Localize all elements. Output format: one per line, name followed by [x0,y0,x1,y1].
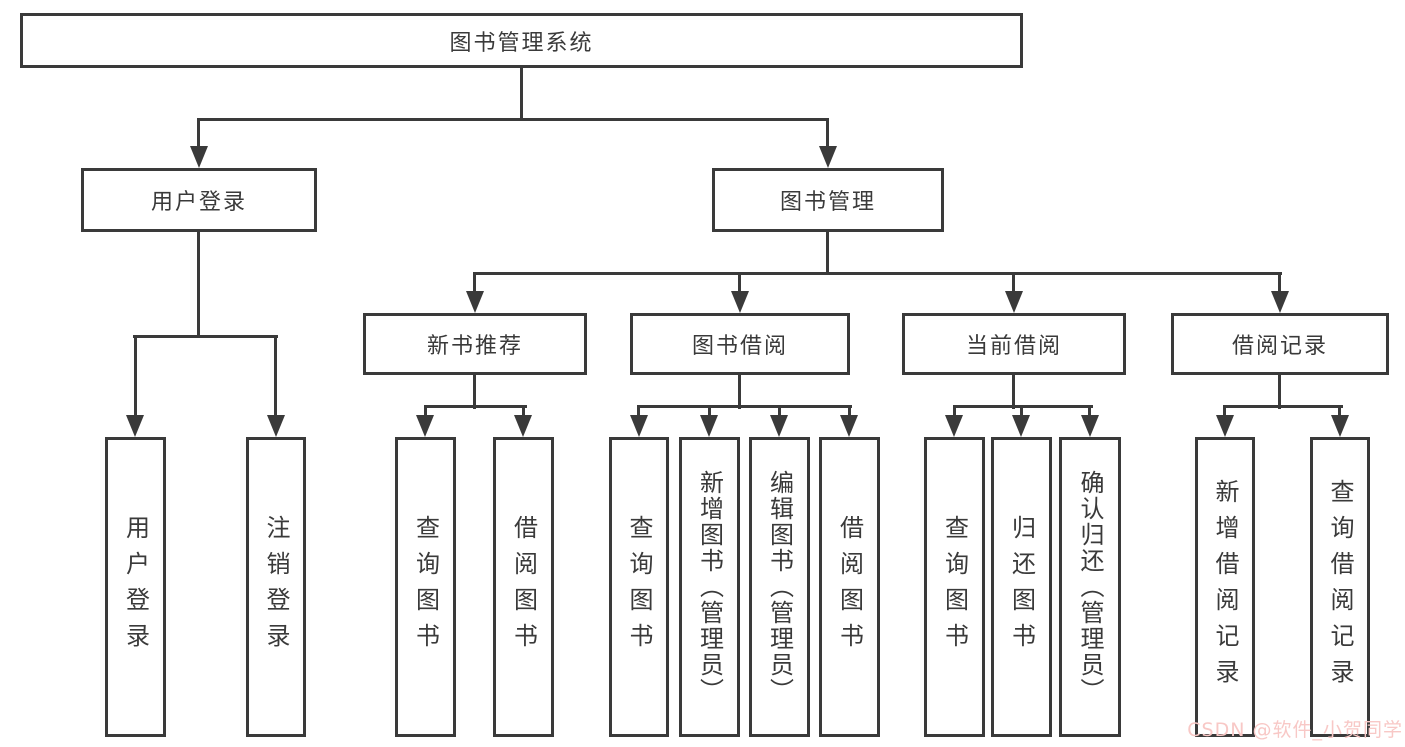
leaf-query-books: 查询图书 [395,437,456,737]
leaf-logout: 注销登录 [246,437,306,737]
connector-new-book-stem [473,375,476,409]
connector-root-stem [520,68,523,120]
connector-drop-leaf [134,337,137,417]
arrowhead-down-icon [630,415,648,437]
arrowhead-down-icon [466,291,484,313]
connector-current-borrow-rail [953,405,1093,408]
arrowhead-down-icon [416,415,434,437]
connector-drop-leaf [522,407,525,417]
connector-user-login-stem [197,232,200,337]
connector-drop-level3 [738,274,741,293]
leaf-add-borrow-record: 新增借阅记录 [1195,437,1255,737]
watermark-text: CSDN @软件_小贺同学 [1187,719,1403,741]
node-user-login: 用户登录 [81,168,317,232]
connector-current-borrow-stem [1012,375,1015,409]
leaf-query-borrow-record: 查询借阅记录 [1310,437,1370,737]
arrowhead-down-icon [1012,415,1030,437]
connector-book-management-stem [826,232,829,274]
connector-drop-leaf [1088,407,1091,417]
arrowhead-down-icon [126,415,144,437]
arrowhead-down-icon [190,146,208,168]
connector-borrow-records-rail [1223,405,1343,408]
connector-level3-rail [473,272,1282,275]
connector-drop-leaf [1020,407,1023,417]
leaf-borrow-books: 借阅图书 [819,437,880,737]
connector-drop-leaf [848,407,851,417]
connector-drop-leaf [778,407,781,417]
leaf-borrow-books: 借阅图书 [493,437,554,737]
connector-drop-user-login [197,120,200,148]
node-current-borrow: 当前借阅 [902,313,1126,375]
connector-book-borrow-stem [738,375,741,409]
connector-drop-leaf [1223,407,1226,417]
leaf-query-books: 查询图书 [609,437,669,737]
connector-drop-book-management [826,120,829,148]
leaf-add-books-admin: 新增图书（管理员） [679,437,740,737]
connector-drop-leaf [1338,407,1341,417]
leaf-return-books: 归还图书 [991,437,1052,737]
connector-drop-leaf [424,407,427,417]
node-borrow-records: 借阅记录 [1171,313,1389,375]
connector-drop-leaf [953,407,956,417]
connector-drop-level3 [1012,274,1015,293]
arrowhead-down-icon [700,415,718,437]
leaf-user-login: 用户登录 [105,437,166,737]
connector-book-borrow-rail [637,405,852,408]
arrowhead-down-icon [770,415,788,437]
leaf-query-books: 查询图书 [924,437,985,737]
arrowhead-down-icon [945,415,963,437]
node-book-borrow: 图书借阅 [630,313,850,375]
arrowhead-down-icon [1216,415,1234,437]
connector-drop-level3 [1278,274,1281,293]
connector-new-book-rail [424,405,527,408]
node-root-title: 图书管理系统 [20,13,1023,68]
node-new-book-recommend: 新书推荐 [363,313,587,375]
leaf-edit-books-admin: 编辑图书（管理员） [749,437,810,737]
node-book-management: 图书管理 [712,168,944,232]
connector-level2-rail [197,118,829,121]
arrowhead-down-icon [819,146,837,168]
arrowhead-down-icon [731,291,749,313]
arrowhead-down-icon [267,415,285,437]
arrowhead-down-icon [1005,291,1023,313]
arrowhead-down-icon [1271,291,1289,313]
connector-drop-leaf [637,407,640,417]
connector-borrow-records-stem [1278,375,1281,409]
connector-drop-leaf [274,337,277,417]
arrowhead-down-icon [840,415,858,437]
connector-drop-level3 [473,274,476,293]
arrowhead-down-icon [514,415,532,437]
connector-drop-leaf [708,407,711,417]
arrowhead-down-icon [1081,415,1099,437]
leaf-confirm-return-admin: 确认归还（管理员） [1059,437,1121,737]
arrowhead-down-icon [1331,415,1349,437]
connector-user-login-rail [133,335,278,338]
